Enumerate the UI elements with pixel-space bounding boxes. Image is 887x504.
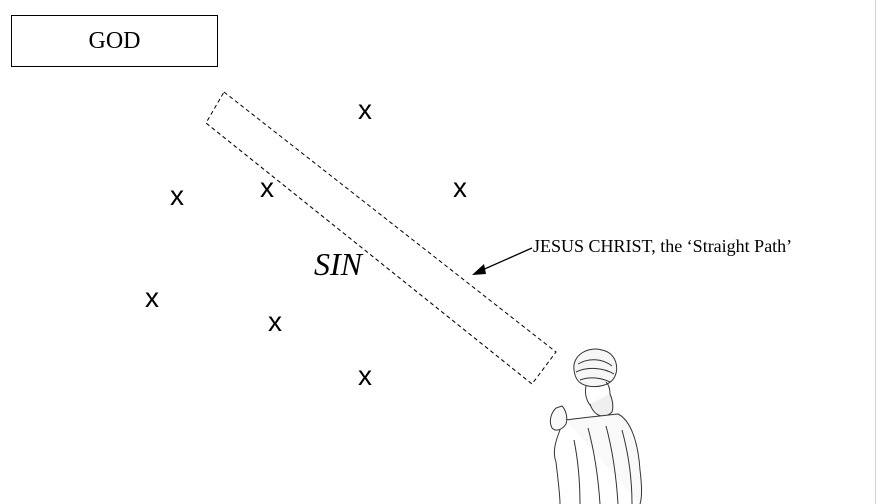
sin-x-mark: x [268,308,282,336]
sin-x-mark: x [453,174,467,202]
path-arrow-line [480,248,532,271]
straight-path-rectangle [206,92,556,384]
sin-x-mark: x [170,182,184,210]
sin-x-mark: x [358,362,372,390]
straight-path-label: JESUS CHRIST, the ‘Straight Path’ [533,237,792,255]
sin-x-mark: x [358,96,372,124]
page-edge-divider [875,0,876,504]
sin-x-mark: x [260,174,274,202]
praying-man-icon [550,349,641,504]
sin-x-mark: x [145,284,159,312]
sin-label: SIN [314,248,362,280]
path-arrow-head [472,264,486,275]
